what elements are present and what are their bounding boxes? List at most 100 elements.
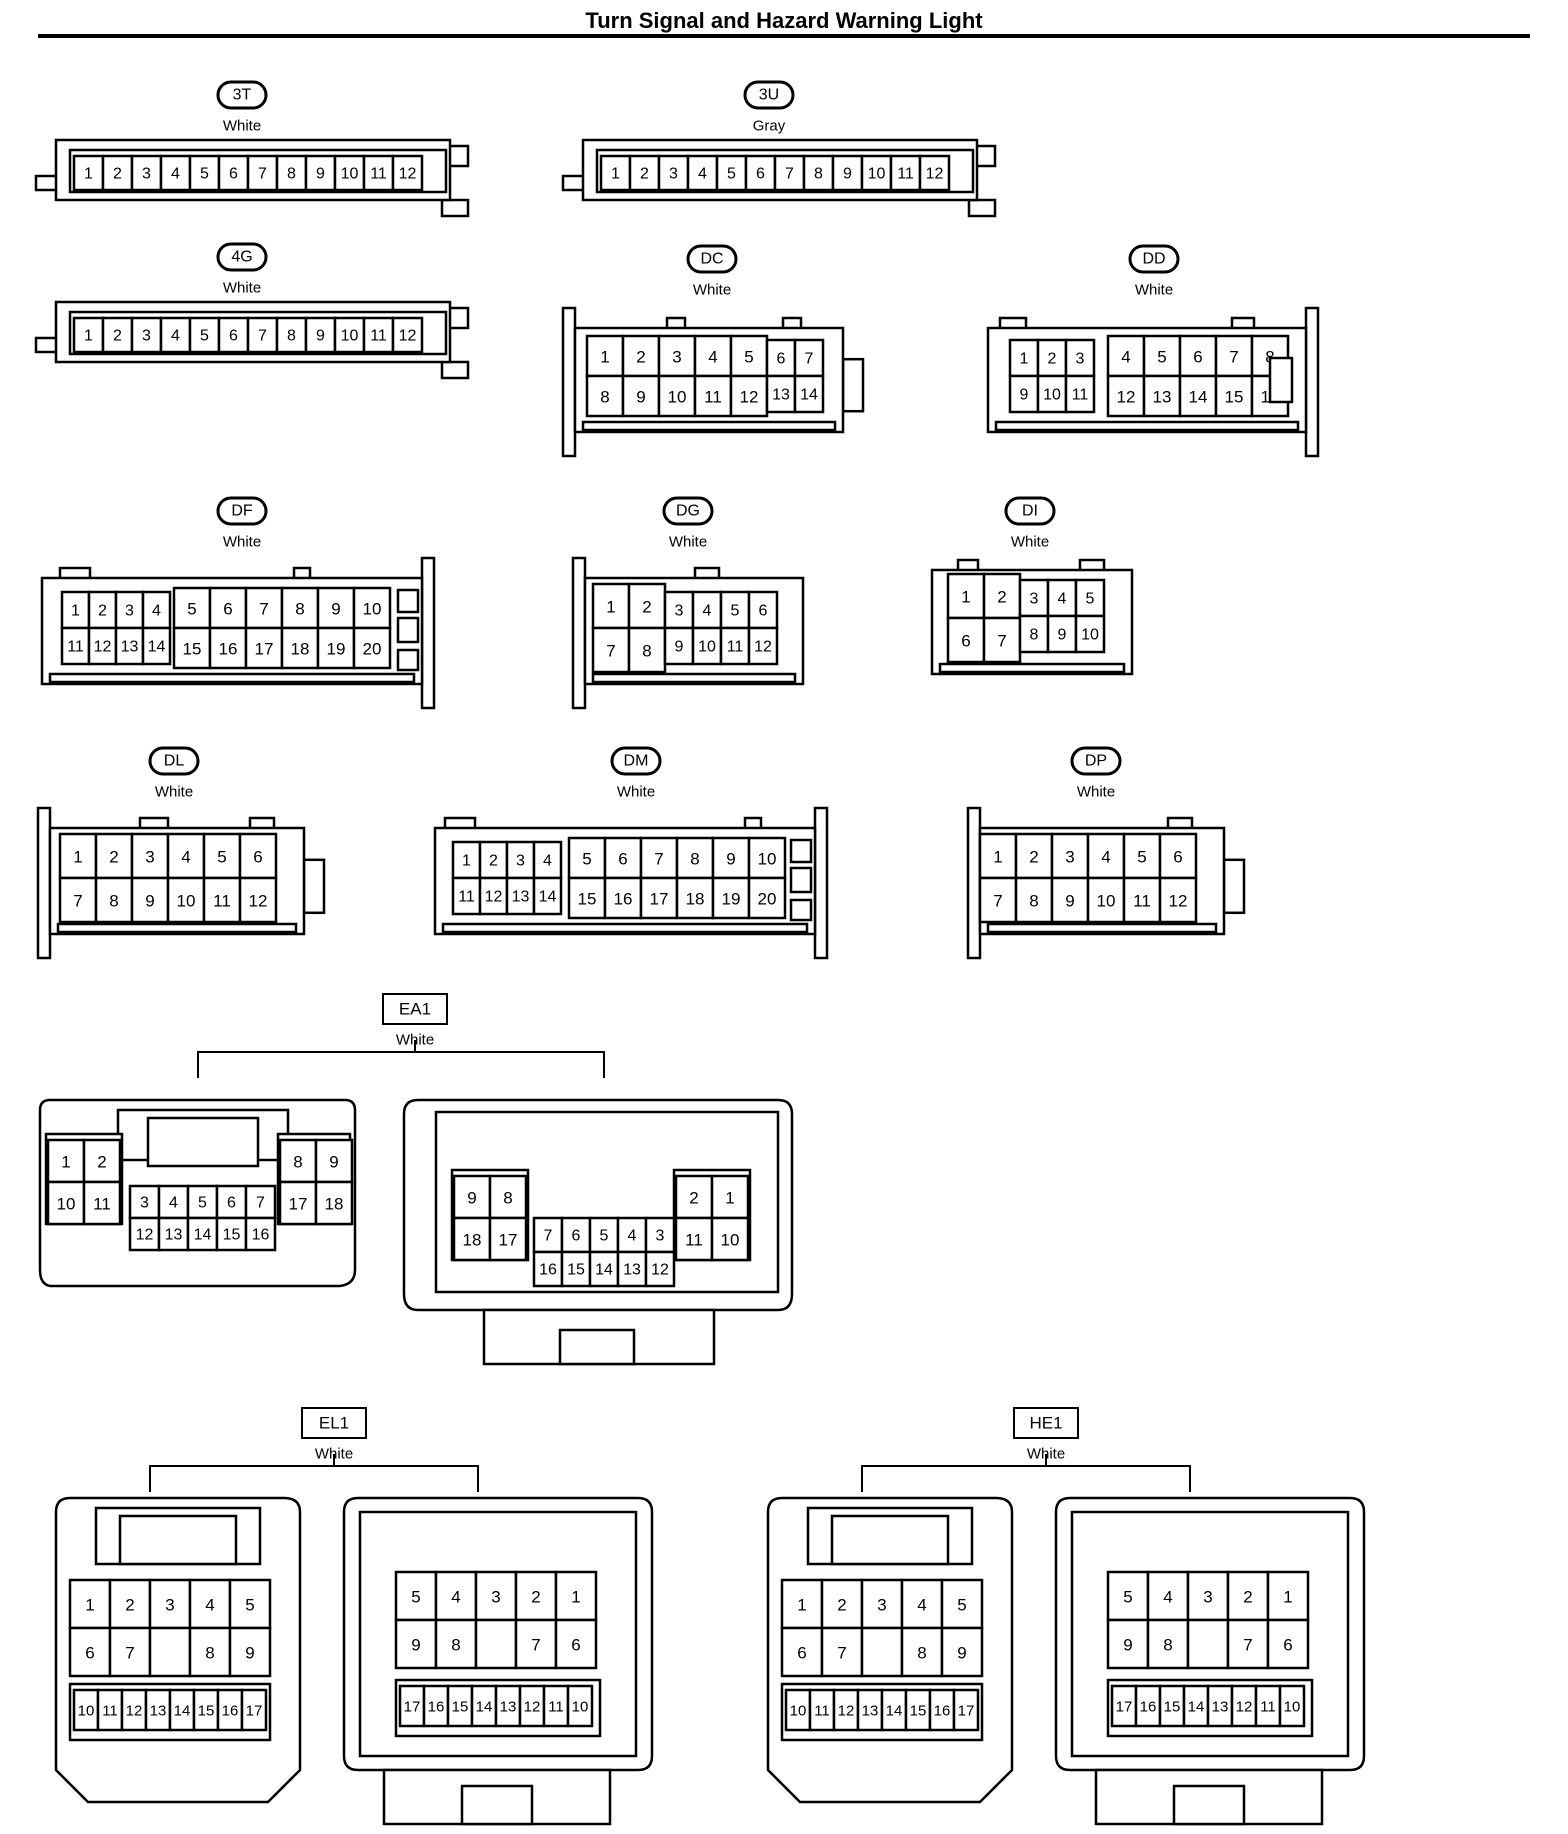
pin-number: 13 xyxy=(862,1703,879,1720)
pin-number: 13 xyxy=(772,387,790,404)
pin-number: 9 xyxy=(636,388,645,407)
pin-number: 3 xyxy=(672,348,681,367)
pin-number: 3 xyxy=(1203,1588,1212,1607)
pin-cell xyxy=(1086,876,1126,924)
pin-number: 5 xyxy=(1086,591,1095,608)
flange-left xyxy=(561,306,577,458)
pin-cell xyxy=(244,586,284,630)
pin-number: 11 xyxy=(548,1699,564,1716)
pin-number: 12 xyxy=(1236,1699,1253,1716)
pin-number: 3 xyxy=(1065,848,1074,867)
pin-cell xyxy=(880,1688,908,1732)
pin-cell xyxy=(542,1684,570,1728)
pin-cell xyxy=(940,1626,984,1678)
connector-id: HE1 xyxy=(1029,1414,1062,1433)
connector-id: DF xyxy=(231,503,253,520)
pin-number: 17 xyxy=(958,1703,975,1720)
pin-cell xyxy=(1106,1570,1150,1622)
pin-number: 17 xyxy=(255,640,274,659)
pin-number: 4 xyxy=(171,328,180,345)
pin-number: 2 xyxy=(109,848,118,867)
connector-id-badge xyxy=(1004,496,1056,526)
pin-number: 9 xyxy=(843,166,852,183)
pin-cell xyxy=(474,1618,518,1670)
pin-number: 1 xyxy=(84,166,93,183)
pin-number: 6 xyxy=(223,600,232,619)
pin-number: 12 xyxy=(754,639,772,656)
pin-number: 13 xyxy=(500,1699,517,1716)
pin-cell xyxy=(505,876,536,916)
pin-number: 12 xyxy=(1169,892,1188,911)
connector-id-box xyxy=(301,1407,367,1439)
pin-number: 5 xyxy=(727,166,736,183)
pin-cell xyxy=(1046,578,1078,618)
pin-number: 7 xyxy=(837,1644,846,1663)
pin-cell xyxy=(275,154,308,192)
pin-number: 9 xyxy=(1065,892,1074,911)
pin-cell xyxy=(978,876,1018,924)
pin-cell xyxy=(130,876,170,924)
pin-number: 7 xyxy=(997,632,1006,651)
pin-number: 7 xyxy=(785,166,794,183)
pin-number: 4 xyxy=(152,603,161,620)
pin-number: 18 xyxy=(325,1195,344,1214)
pin-number: 2 xyxy=(113,328,122,345)
pin-cell xyxy=(729,334,769,378)
pin-number: 12 xyxy=(740,388,759,407)
pin-number: 1 xyxy=(797,1596,806,1615)
pin-number: 12 xyxy=(136,1227,154,1244)
pin-number: 2 xyxy=(997,588,1006,607)
pin-number: 18 xyxy=(463,1231,482,1250)
connector-color: White xyxy=(1077,784,1115,801)
title-rule xyxy=(38,34,1530,38)
pin-number: 4 xyxy=(181,848,190,867)
pin-number: 11 xyxy=(685,1231,703,1250)
page-title: Turn Signal and Hazard Warning Light xyxy=(585,8,983,33)
pin-cell xyxy=(719,626,751,666)
pin-number: 2 xyxy=(1048,351,1057,368)
pin-number: 2 xyxy=(125,1596,134,1615)
pin-cell xyxy=(621,374,661,418)
flange-left xyxy=(36,806,52,960)
pin-number: 12 xyxy=(524,1699,541,1716)
pin-cell xyxy=(60,626,91,666)
pin-cell xyxy=(240,1688,268,1732)
connector-color: White xyxy=(617,784,655,801)
pin-number: 14 xyxy=(595,1262,613,1279)
pin-number: 9 xyxy=(316,166,325,183)
latch-inner xyxy=(118,1514,238,1566)
latch-inner xyxy=(146,1116,260,1168)
pin-number: 7 xyxy=(531,1636,540,1655)
pin-number: 4 xyxy=(1101,848,1110,867)
pin-number: 11 xyxy=(897,166,914,183)
pin-number: 5 xyxy=(200,328,209,345)
pin-number: 8 xyxy=(503,1189,512,1208)
pin-number: 5 xyxy=(217,848,226,867)
pin-number: 3 xyxy=(140,1195,149,1212)
pin-cell xyxy=(333,154,366,192)
pin-number: 18 xyxy=(291,640,310,659)
pin-number: 7 xyxy=(258,328,267,345)
lock-tab xyxy=(460,1784,534,1826)
pin-number: 9 xyxy=(316,328,325,345)
pin-cell xyxy=(362,154,395,192)
pin-number: 1 xyxy=(462,853,471,870)
pin-cell xyxy=(711,876,751,920)
pin-number: 15 xyxy=(452,1699,469,1716)
pin-cell xyxy=(130,316,163,354)
pin-cell xyxy=(452,1174,492,1220)
pin-cell xyxy=(747,836,787,880)
pin-number: 16 xyxy=(222,1703,239,1720)
pin-number: 10 xyxy=(790,1703,807,1720)
pin-cell xyxy=(588,1216,620,1254)
connector-id-badge xyxy=(662,496,714,526)
pin-number: 5 xyxy=(744,348,753,367)
pin-cell xyxy=(663,590,695,630)
pin-cell xyxy=(391,154,424,192)
pin-number: 10 xyxy=(1284,1699,1301,1716)
pin-cell xyxy=(644,1250,676,1288)
tab-bottom-right xyxy=(440,360,470,380)
